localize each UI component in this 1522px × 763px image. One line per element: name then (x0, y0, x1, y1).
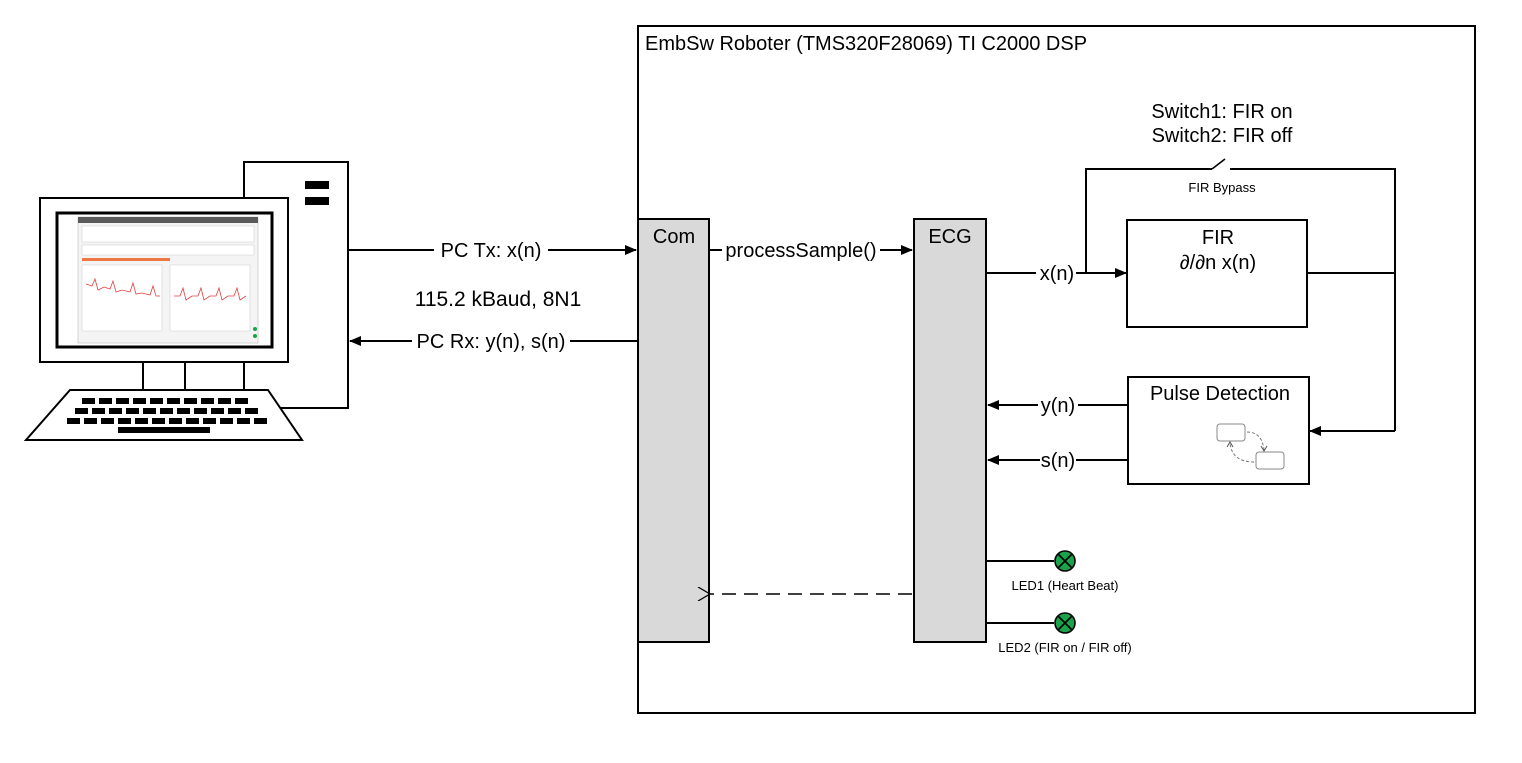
led1-label: LED1 (Heart Beat) (1012, 578, 1119, 593)
pc-tx-label: PC Tx: x(n) (441, 240, 542, 262)
led2-icon (1054, 612, 1076, 634)
led2-label: LED2 (FIR on / FIR off) (998, 640, 1131, 655)
bypass-switch (1211, 158, 1226, 170)
fir-bypass-path (1085, 168, 1212, 273)
switch-label-1: Switch1: FIR on (1151, 101, 1292, 123)
fir-block (1126, 219, 1308, 328)
baud-rate-label: 115.2 kBaud, 8N1 (415, 288, 582, 311)
state-machine-icon (1216, 423, 1285, 470)
dsp-system-boundary (637, 25, 1476, 714)
led1-icon (1054, 550, 1076, 572)
ecg-block (913, 218, 987, 643)
xn-label: x(n) (1040, 263, 1074, 285)
monitor-screen-content (77, 216, 259, 344)
pc-illustration (23, 161, 349, 441)
com-block (637, 218, 710, 643)
sn-label: s(n) (1041, 450, 1075, 472)
com-label: Com (653, 226, 695, 248)
process-sample-label: processSample() (725, 240, 876, 262)
fir-formula: ∂/∂n x(n) (1180, 252, 1256, 274)
ecg-label: ECG (928, 226, 971, 248)
pulse-detection-label: Pulse Detection (1150, 383, 1290, 405)
fir-bypass-label: FIR Bypass (1188, 180, 1256, 195)
pc-rx-label: PC Rx: y(n), s(n) (417, 331, 566, 353)
yn-label: y(n) (1041, 395, 1075, 417)
switch-label-2: Switch2: FIR off (1152, 125, 1293, 147)
fir-title: FIR (1202, 227, 1234, 249)
system-title: EmbSw Roboter (TMS320F28069) TI C2000 DS… (645, 33, 1087, 55)
